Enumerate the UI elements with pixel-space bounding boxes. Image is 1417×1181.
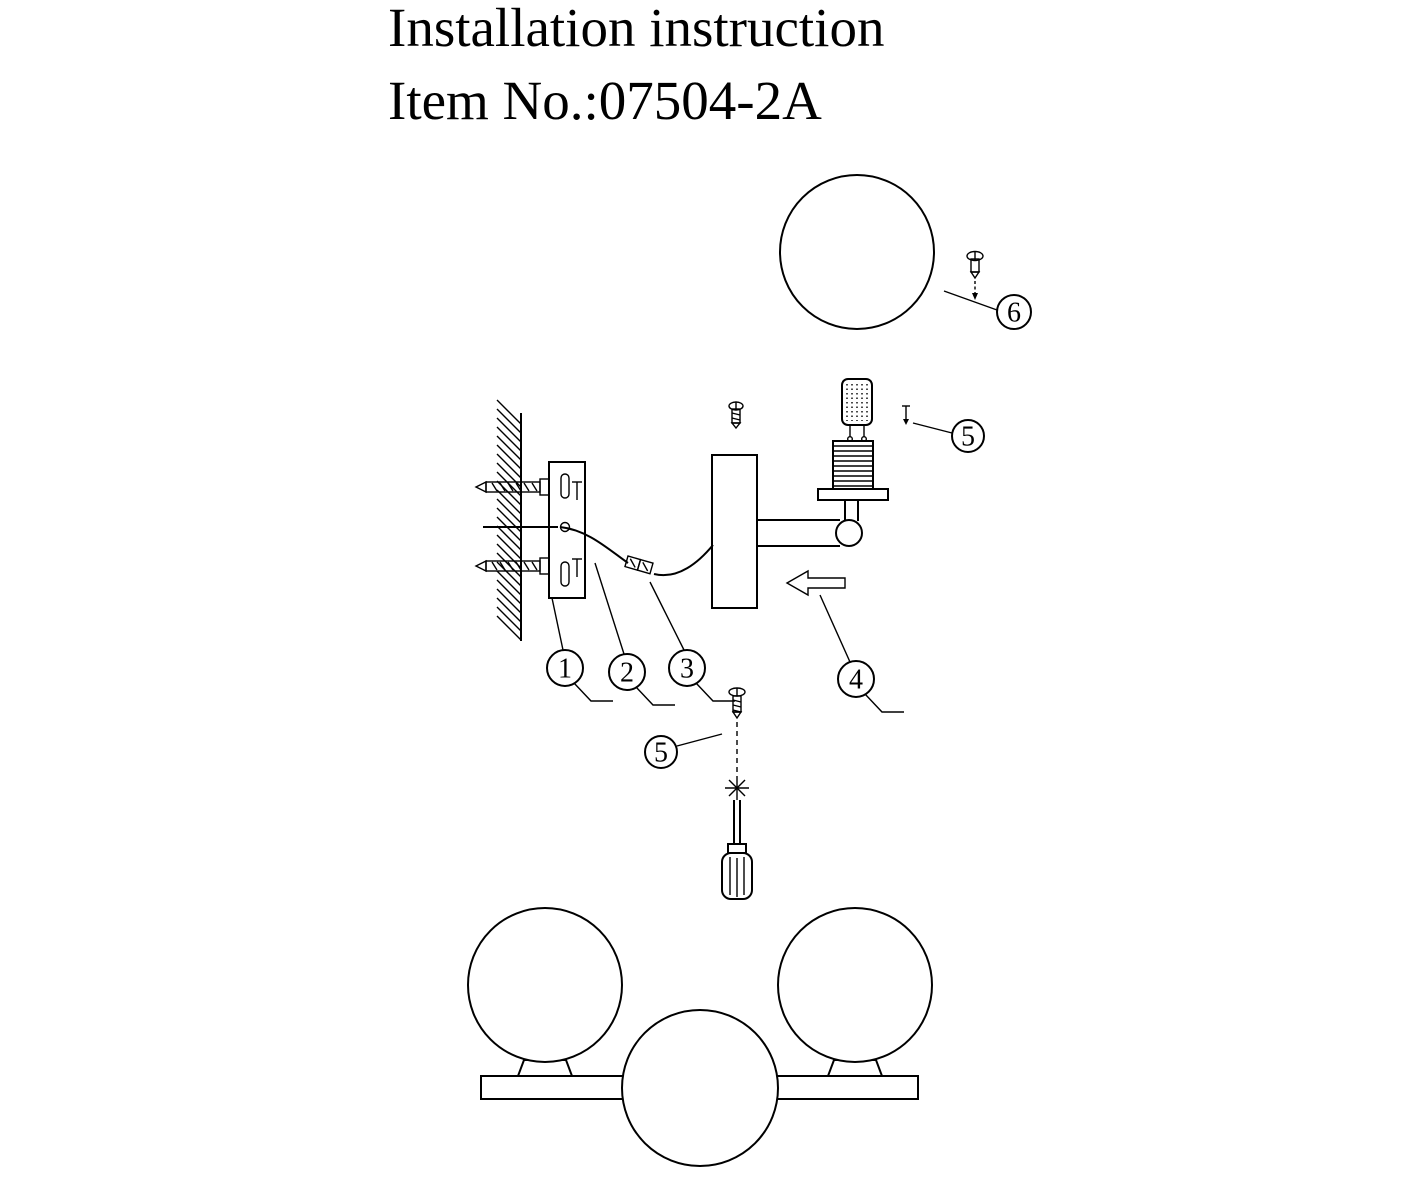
callout-2: 2 [594, 562, 675, 706]
fixing-screw [728, 687, 746, 772]
lamp-socket [817, 440, 889, 521]
rotate-screw-icon [966, 250, 984, 300]
wall-hatching [496, 399, 522, 641]
supply-wire [483, 526, 714, 577]
canopy [711, 454, 758, 609]
wire-connectors [624, 555, 654, 575]
callout-5-canopy: 5 [644, 733, 723, 769]
callout-4-number: 4 [849, 665, 863, 696]
right-globe [777, 907, 933, 1063]
g9-bulb [841, 378, 873, 443]
callout-2-number: 2 [620, 658, 634, 689]
ball-joint [835, 519, 863, 547]
callout-1-number: 1 [558, 654, 572, 685]
wall-screw-bottom [474, 557, 550, 575]
callout-5-socket-number: 5 [961, 422, 975, 453]
canopy-screw [728, 401, 744, 430]
lamp-arm [757, 519, 863, 547]
direction-arrow [785, 569, 846, 597]
callout-3-number: 3 [680, 654, 694, 685]
screwdriver [721, 776, 753, 900]
screwdriver-handle [721, 852, 753, 900]
mounting-bracket [548, 461, 586, 599]
phillips-tip-icon [725, 776, 749, 800]
callout-5-socket: 5 [912, 419, 985, 453]
callout-4: 4 [819, 594, 904, 713]
bracket-screw-bottom [572, 558, 582, 577]
callout-5-canopy-number: 5 [654, 738, 668, 769]
title-line-1: Installation instruction [388, 0, 885, 58]
callout-6-number: 6 [1007, 298, 1021, 329]
left-globe [467, 907, 623, 1063]
center-globe [621, 1009, 779, 1167]
page-title: Installation instruction Item No.:07504-… [388, 0, 884, 137]
bracket-screw-top [572, 481, 582, 500]
callout-6: 6 [943, 290, 1032, 330]
callout-1: 1 [546, 597, 613, 702]
title-line-2: Item No.:07504-2A [388, 69, 822, 131]
assembled-fixture [467, 907, 933, 1167]
set-screw [902, 405, 910, 425]
glass-globe-shade [779, 174, 935, 330]
callout-3: 3 [649, 581, 735, 702]
